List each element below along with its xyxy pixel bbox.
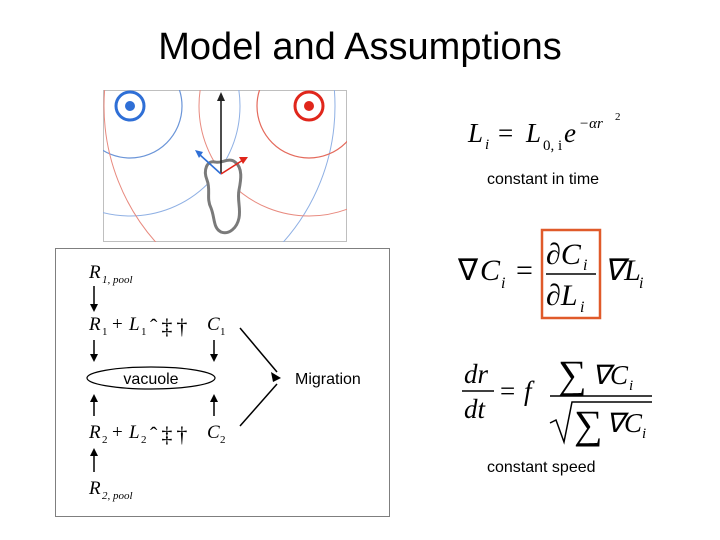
reaction1-R-sub: 1 — [102, 326, 108, 338]
eq-ligand-e: e — [564, 118, 576, 148]
r2-to-vacuole-arrowhead — [90, 394, 98, 402]
migration-label: Migration — [295, 371, 361, 388]
ligand-equation: L i = L 0, i e −αr 2 — [467, 111, 621, 154]
red-source-dot — [304, 101, 314, 111]
reaction2-equilibrium-arrows: ˆ‡† — [150, 422, 191, 447]
vacuole-ellipse — [86, 366, 216, 390]
eq-vel-dr: dr — [464, 359, 489, 389]
r1-to-vacuole-arrowhead — [90, 354, 98, 362]
eq-vel-sum-top: ∑ — [558, 352, 587, 397]
reaction2-R: R — [88, 422, 101, 443]
blue-ring-mid — [103, 90, 183, 159]
red-ring-outer — [198, 90, 347, 217]
reaction2-C-sub: 2 — [220, 434, 226, 446]
c2-up-arrowhead — [210, 394, 218, 402]
eq-vel-equals: = — [500, 376, 515, 406]
eq-grad-nablaL: ∇L — [604, 254, 641, 287]
eq-grad-dL-sub: i — [580, 299, 584, 316]
eq-grad-equals: = — [516, 254, 533, 287]
vacuole-label: vacuole — [123, 371, 178, 388]
r2-pool-R: R — [88, 478, 101, 499]
blue-ring-inner — [114, 90, 146, 122]
eq-ligand-equals: = — [498, 118, 513, 148]
reaction2-C: C — [207, 422, 220, 443]
eq-ligand-exponent: −αr — [579, 116, 603, 132]
eq-ligand-L0-sub: 0, i — [543, 138, 562, 154]
gradient-equation: ∇ C i = ∂C i ∂L i ∇L i — [457, 228, 643, 320]
eq-grad-dC-sub: i — [583, 257, 587, 274]
reaction2-plus: + — [112, 422, 123, 443]
reaction1-L: L — [128, 314, 140, 335]
eq-grad-dL: ∂L — [546, 279, 578, 312]
reaction2-L: L — [128, 422, 140, 443]
partial-derivative-highlight — [540, 228, 602, 320]
r1-pool-R: R — [88, 262, 101, 283]
constant-speed-label: constant speed — [487, 459, 596, 476]
eq-grad-nablaL-sub: i — [639, 275, 643, 292]
eq-vel-nablaC-bottom: ∇C — [606, 408, 643, 438]
slide-title: Model and Assumptions — [158, 26, 562, 68]
eq-ligand-exponent-power: 2 — [615, 111, 621, 123]
constant-in-time-label: constant in time — [487, 171, 599, 188]
blue-gradient-arrowhead — [195, 150, 203, 158]
red-gradient-arrowhead — [239, 157, 248, 164]
c2-to-migration-line — [239, 383, 278, 427]
blue-ring-outer — [103, 90, 241, 217]
reaction1-equilibrium-arrows: ˆ‡† — [150, 314, 191, 339]
eq-grad-C: C — [480, 254, 501, 287]
reaction1-plus: + — [112, 314, 123, 335]
eq-ligand-L0: L — [525, 118, 541, 148]
eq-vel-nablaC-bottom-sub: i — [642, 426, 646, 442]
reaction1-R: R — [88, 314, 101, 335]
eq-vel-nablaC-top: ∇C — [592, 360, 629, 390]
eq-vel-sqrt-sign — [549, 401, 652, 445]
resultant-arrowhead — [217, 92, 225, 101]
eq-grad-dC: ∂C — [546, 238, 582, 271]
blue-gradient-arrow — [198, 153, 222, 175]
eq-vel-sum-bottom: ∑ — [574, 402, 603, 447]
red-ring-inner — [293, 90, 325, 122]
reaction1-C-sub: 1 — [220, 326, 226, 338]
gradient-field-figure — [103, 90, 347, 242]
eq-ligand-lhs: L — [467, 118, 483, 148]
reaction2-R-sub: 2 — [102, 434, 108, 446]
eq-vel-nablaC-top-sub: i — [629, 378, 633, 394]
eq-grad-C-sub: i — [501, 275, 505, 292]
reaction2-L-sub: 2 — [141, 434, 147, 446]
r2-pool-sub: 2, pool — [102, 490, 133, 502]
velocity-equation: dr dt = f ∑ ∇C i ∑ ∇C i — [462, 352, 652, 447]
blue-ring-far — [282, 90, 336, 242]
eq-vel-f: f — [524, 376, 535, 406]
equations-area: L i = L 0, i e −αr 2 constant in time ∇ … — [457, 111, 652, 476]
pool1-down-arrowhead — [90, 304, 98, 312]
eq-vel-dt: dt — [464, 394, 487, 424]
pool2-up-arrowhead — [90, 448, 98, 456]
red-gradient-arrow — [220, 159, 244, 175]
migration-arrowhead — [271, 372, 281, 382]
reaction1-L-sub: 1 — [141, 326, 147, 338]
c1-to-migration-line — [239, 327, 278, 373]
eq-grad-nabla: ∇ — [457, 254, 479, 287]
reaction-network-panel: R 1, pool R 1 + L 1 ˆ‡† C 1 vacuole R 2 … — [55, 248, 390, 517]
reaction1-C: C — [207, 314, 220, 335]
eq-ligand-lhs-sub: i — [485, 137, 489, 153]
blue-source-dot — [125, 101, 135, 111]
red-ring-far — [103, 90, 157, 242]
red-ring-mid — [256, 90, 347, 159]
c1-down-arrowhead — [210, 354, 218, 362]
r1-pool-sub: 1, pool — [102, 274, 133, 286]
